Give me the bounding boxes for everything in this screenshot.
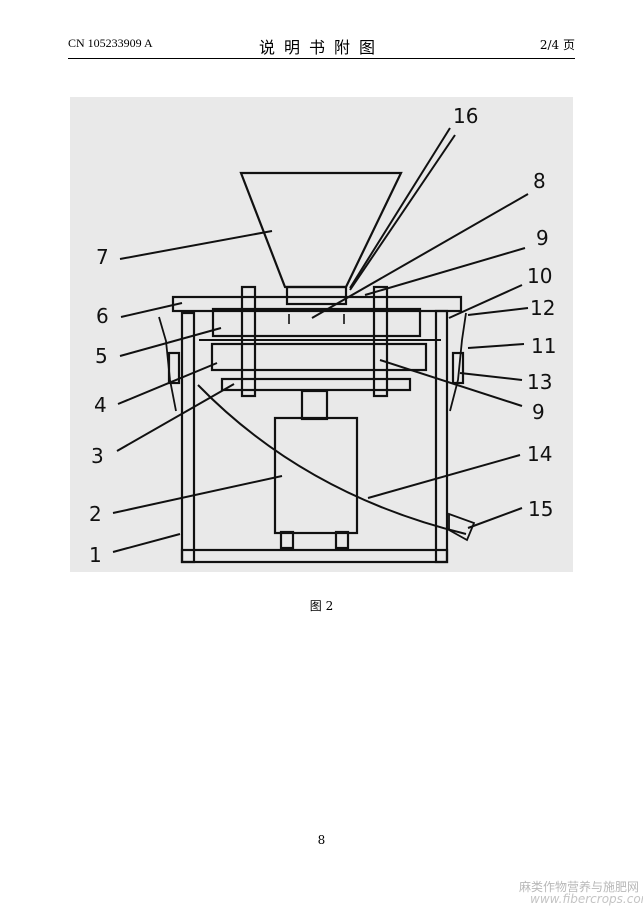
top-cover — [171, 295, 463, 313]
left-guard — [158, 316, 177, 412]
right-clip — [451, 351, 465, 385]
discharge-chute — [448, 512, 476, 542]
label-1: 1 — [89, 543, 102, 567]
hopper-outlet — [285, 285, 348, 306]
lower-disc — [210, 342, 428, 372]
label-13: 13 — [527, 370, 552, 394]
discharge-curve — [197, 384, 467, 535]
frame-right-post — [434, 309, 449, 564]
label-15: 15 — [528, 497, 553, 521]
patent-figure: 16 8 9 7 10 6 12 5 11 13 4 9 3 14 15 2 1 — [70, 97, 573, 572]
frame-bottom-bar — [180, 548, 449, 564]
label-3: 3 — [91, 444, 104, 468]
label-16: 16 — [453, 104, 478, 128]
hopper — [239, 171, 403, 289]
watermark-site-name: 麻类作物营养与施肥网 — [519, 880, 640, 894]
label-6: 6 — [96, 304, 109, 328]
bolt-left — [240, 285, 257, 398]
label-7: 7 — [96, 245, 109, 269]
leader-lines — [112, 127, 529, 553]
label-8: 8 — [533, 169, 546, 193]
label-12: 12 — [530, 296, 555, 320]
label-9-top: 9 — [536, 226, 549, 250]
feed-dashes — [288, 314, 345, 324]
label-4: 4 — [94, 393, 107, 417]
bolt-right — [372, 285, 389, 398]
right-guard — [449, 312, 467, 412]
label-2: 2 — [89, 502, 102, 526]
watermark-url: www.fibercrops.com — [530, 892, 643, 906]
header-title: 说明书附图 — [258, 38, 384, 57]
machine-drawing: 16 8 9 7 10 6 12 5 11 13 4 9 3 14 15 2 1 — [89, 104, 556, 567]
patent-number: CN 105233909 A — [68, 36, 153, 50]
upper-disc — [211, 307, 422, 338]
page-number: 8 — [317, 833, 326, 847]
label-10: 10 — [527, 264, 552, 288]
header-rule — [68, 58, 575, 59]
page-indicator: 2/4 页 — [539, 38, 575, 52]
label-5: 5 — [95, 344, 108, 368]
label-9-bottom: 9 — [532, 400, 545, 424]
motor-foot-left — [279, 530, 295, 550]
left-clip — [167, 351, 181, 385]
motor — [273, 416, 359, 535]
frame-left-post — [180, 311, 196, 564]
motor-foot-right — [334, 530, 350, 550]
label-11: 11 — [531, 334, 556, 358]
motor-shaft — [300, 389, 329, 421]
label-14: 14 — [527, 442, 552, 466]
base-plate — [220, 377, 412, 392]
figure-caption: 图 2 — [309, 599, 334, 613]
